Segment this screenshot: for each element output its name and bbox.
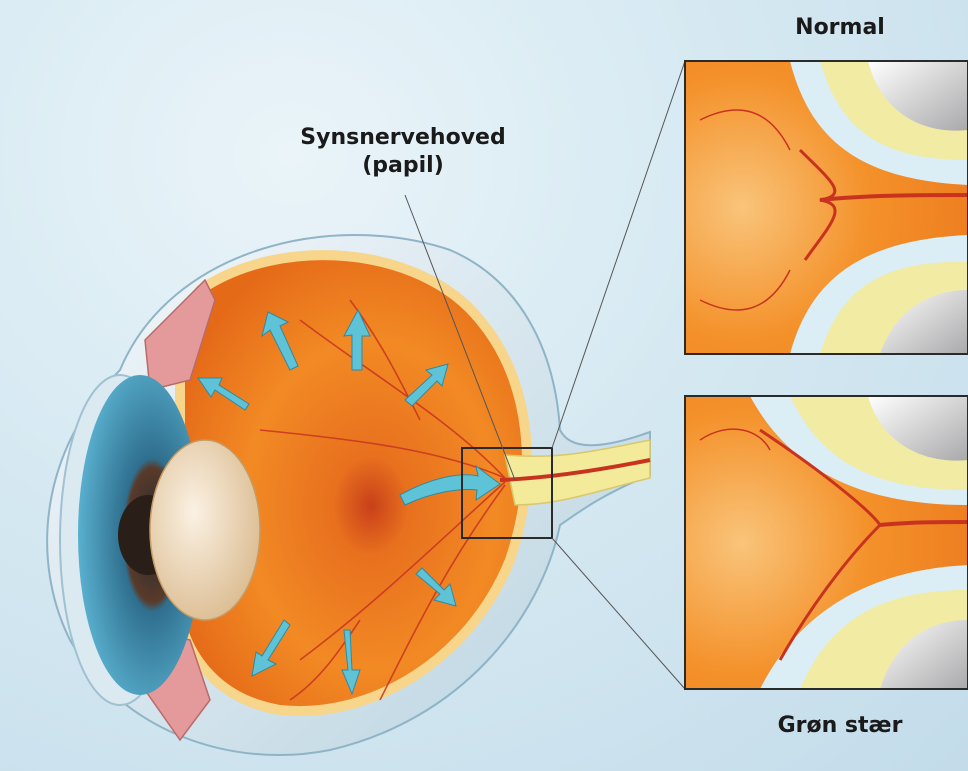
label-optic-nerve-head: Synsnervehoved (papil) [258,124,548,179]
label-normal: Normal [780,14,900,42]
panel-glaucoma [685,396,968,689]
label-optic-line2: (papil) [258,152,548,180]
panel-normal [685,61,968,354]
label-optic-line1: Synsnervehoved [258,124,548,152]
label-glaucoma: Grøn stær [740,712,940,740]
lens [150,440,260,620]
